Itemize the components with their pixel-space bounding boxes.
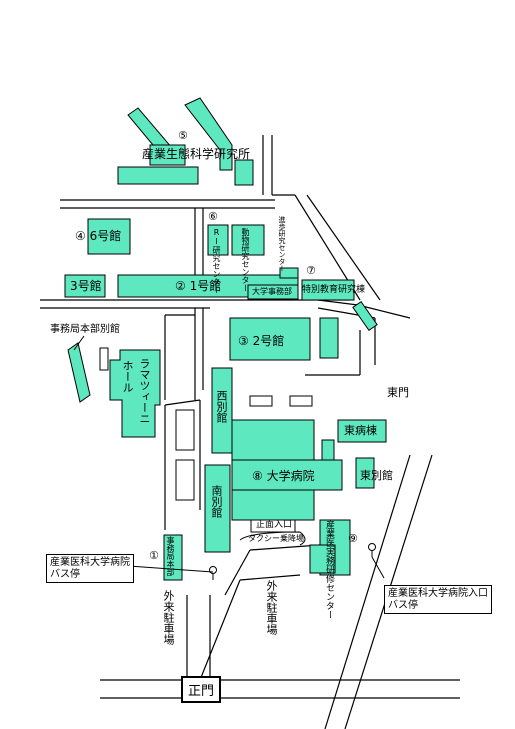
label-office-annex: 事務局本部別館 bbox=[50, 324, 120, 335]
label-animal-center: 動物研究センター bbox=[241, 228, 250, 292]
label-univ-hospital: ⑧ 大学病院 bbox=[252, 469, 315, 483]
building-5-part-e bbox=[149, 144, 186, 166]
building-south-annex bbox=[204, 464, 231, 553]
label-advanced-center: 進歩研究センター bbox=[278, 216, 286, 272]
label-bldg1: ② 1号館 bbox=[175, 279, 222, 293]
label-east-gate: 東門 bbox=[387, 386, 409, 399]
building-2 bbox=[229, 317, 311, 361]
building-office-annex bbox=[67, 342, 91, 403]
building-5-part-c bbox=[117, 166, 199, 185]
label-special-ed: 特別教育研究棟 bbox=[302, 285, 366, 295]
building-2-annex bbox=[319, 317, 339, 359]
building-west-annex bbox=[211, 367, 233, 454]
label-inst-ecology: 産業生態科学研究所 bbox=[142, 147, 251, 161]
label-bldg3: 3号館 bbox=[70, 279, 102, 293]
label-num9: ⑨ bbox=[348, 532, 358, 545]
label-outpatient-parking-2: 外来駐車場 bbox=[265, 580, 278, 635]
building-east-annex bbox=[355, 457, 375, 489]
label-univ-office: 大学事務部 bbox=[252, 287, 292, 296]
building-hospital-lower bbox=[231, 489, 315, 521]
main-gate-label: 正門 bbox=[181, 676, 222, 703]
building-east-ward bbox=[337, 419, 387, 443]
bus-stop-icon bbox=[209, 566, 217, 580]
label-bus-stop-2: 産業医科大学病院入口 バス停 bbox=[384, 585, 492, 614]
label-bus-stop-1: 産業医科大学病院 バス停 bbox=[46, 554, 134, 583]
building-ri-center bbox=[207, 224, 229, 256]
label-west-annex: 西別館 bbox=[215, 390, 228, 423]
bus-stop-icon bbox=[368, 543, 376, 557]
label-ramazzini-1: ラマツィーニ bbox=[138, 358, 151, 424]
building-3 bbox=[64, 274, 106, 298]
building-special-ed-b bbox=[352, 300, 378, 332]
label-taxi-stand: タクシー乗降場 bbox=[248, 534, 304, 543]
label-east-annex: 東別館 bbox=[360, 469, 393, 482]
label-ramazzini-2: ホール bbox=[121, 360, 134, 393]
building-training-center-b bbox=[309, 544, 336, 574]
building-1-annex bbox=[279, 267, 299, 279]
parking-marker-b bbox=[289, 395, 313, 407]
main-entrance-box bbox=[250, 519, 296, 533]
label-main-entrance: 正面入口 bbox=[256, 520, 293, 530]
building-hospital-wing bbox=[231, 459, 343, 491]
label-head-office: 事務局本部 bbox=[166, 536, 175, 576]
label-outpatient-parking-1: 外来駐車場 bbox=[162, 590, 175, 645]
label-south-annex: 南別館 bbox=[210, 485, 223, 518]
parking-marker-a bbox=[249, 395, 273, 407]
building-ramazzini-hall bbox=[109, 349, 161, 438]
label-training-center: 産業医実務研修センター bbox=[324, 520, 334, 619]
building-hospital-main bbox=[231, 419, 315, 461]
label-num7: ⑦ bbox=[306, 264, 316, 277]
label-east-ward: 東病棟 bbox=[344, 424, 377, 437]
building-univ-office bbox=[247, 284, 299, 300]
building-5-part-b bbox=[184, 97, 233, 171]
buildings bbox=[64, 97, 387, 581]
label-num6: ⑥ bbox=[208, 210, 218, 223]
building-special-ed bbox=[301, 279, 355, 301]
building-east-ward-annex bbox=[321, 439, 335, 461]
label-bldg6: ④ 6号館 bbox=[75, 229, 122, 243]
label-num1: ① bbox=[149, 549, 159, 562]
building-small-white bbox=[99, 347, 109, 371]
label-bldg2: ③ 2号館 bbox=[238, 334, 285, 348]
taxi-stand-outline bbox=[239, 531, 306, 546]
building-5-part-d bbox=[234, 159, 254, 186]
label-num5: ⑤ bbox=[178, 129, 188, 142]
label-ri-center: RI研究センター bbox=[212, 228, 221, 294]
building-animal-center bbox=[231, 224, 265, 256]
building-6 bbox=[87, 218, 131, 255]
